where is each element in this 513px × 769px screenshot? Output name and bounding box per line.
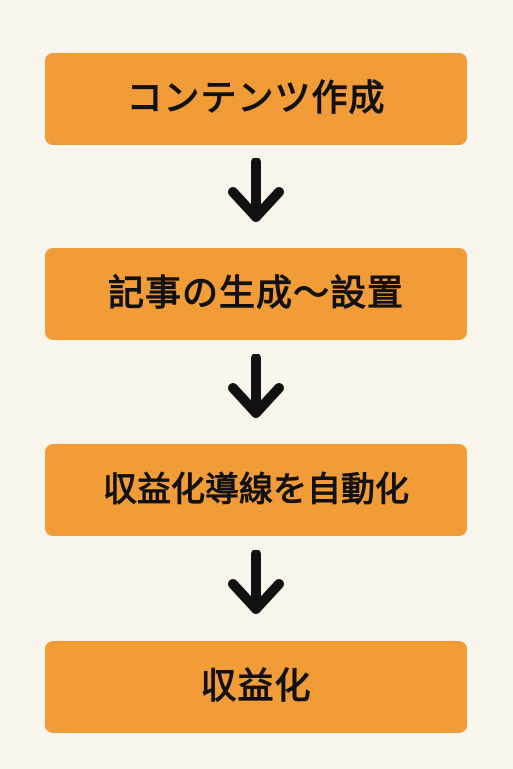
down-arrow-icon	[228, 158, 284, 222]
down-arrow-icon	[228, 550, 284, 614]
flow-step-content-creation: コンテンツ作成	[45, 53, 467, 145]
flow-step-monetization: 収益化	[45, 641, 467, 733]
step-label: コンテンツ作成	[126, 78, 386, 119]
step-label: 記事の生成〜設置	[107, 273, 404, 314]
down-arrow-icon	[228, 354, 284, 418]
flow-step-article-generation: 記事の生成〜設置	[45, 248, 467, 340]
flow-step-monetization-automation: 収益化導線を自動化	[45, 444, 467, 536]
step-label: 収益化導線を自動化	[103, 470, 409, 510]
step-label: 収益化	[200, 666, 312, 707]
